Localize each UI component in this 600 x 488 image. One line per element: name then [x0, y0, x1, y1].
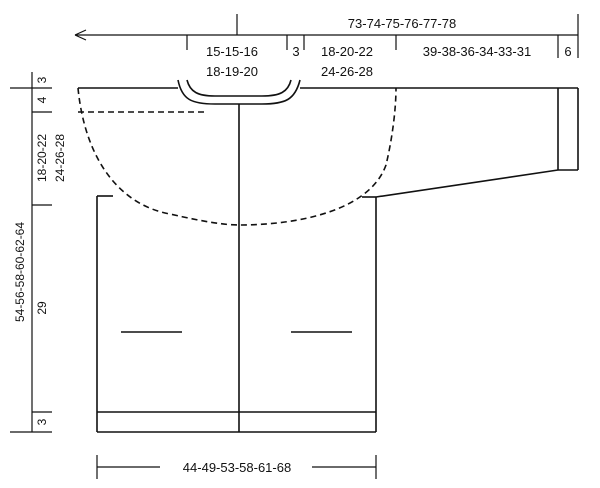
left-dimension-lines: [10, 72, 52, 433]
top-dimension-lines: [74, 14, 579, 58]
body-length-label: 29: [35, 301, 49, 315]
neckline-inner: [186, 79, 292, 97]
neck-depth-label: 4: [35, 96, 49, 103]
neck-width-label-1: 15-15-16: [206, 44, 258, 59]
yoke-label-1: 18-20-22: [35, 134, 49, 182]
body-width-label-bg: [160, 458, 312, 476]
yoke-curve-dashed: [77, 87, 397, 226]
total-width-label: 73-74-75-76-77-78: [348, 16, 456, 31]
neck-edge-label: 3: [292, 44, 299, 59]
garment-outline: [78, 79, 579, 433]
arrow-left-icon: [74, 29, 87, 41]
cuff-label: 6: [564, 44, 571, 59]
yoke-dashed-lines: [77, 87, 397, 226]
sleeve-length-label: 39-38-36-34-33-31: [423, 44, 531, 59]
neck-width-label-2: 18-19-20: [206, 64, 258, 79]
shoulder-label-1: 18-20-22: [321, 44, 373, 59]
shoulder-label-2: 24-26-28: [321, 64, 373, 79]
top-band-label: 3: [35, 76, 49, 83]
body-width-label: 44-49-53-58-61-68: [183, 460, 291, 475]
bottom-band-label: 3: [35, 418, 49, 425]
sleeve-underarm: [375, 169, 559, 198]
yoke-label-2: 24-26-28: [53, 134, 67, 182]
total-length-label: 54-56-58-60-62-64: [13, 222, 27, 322]
